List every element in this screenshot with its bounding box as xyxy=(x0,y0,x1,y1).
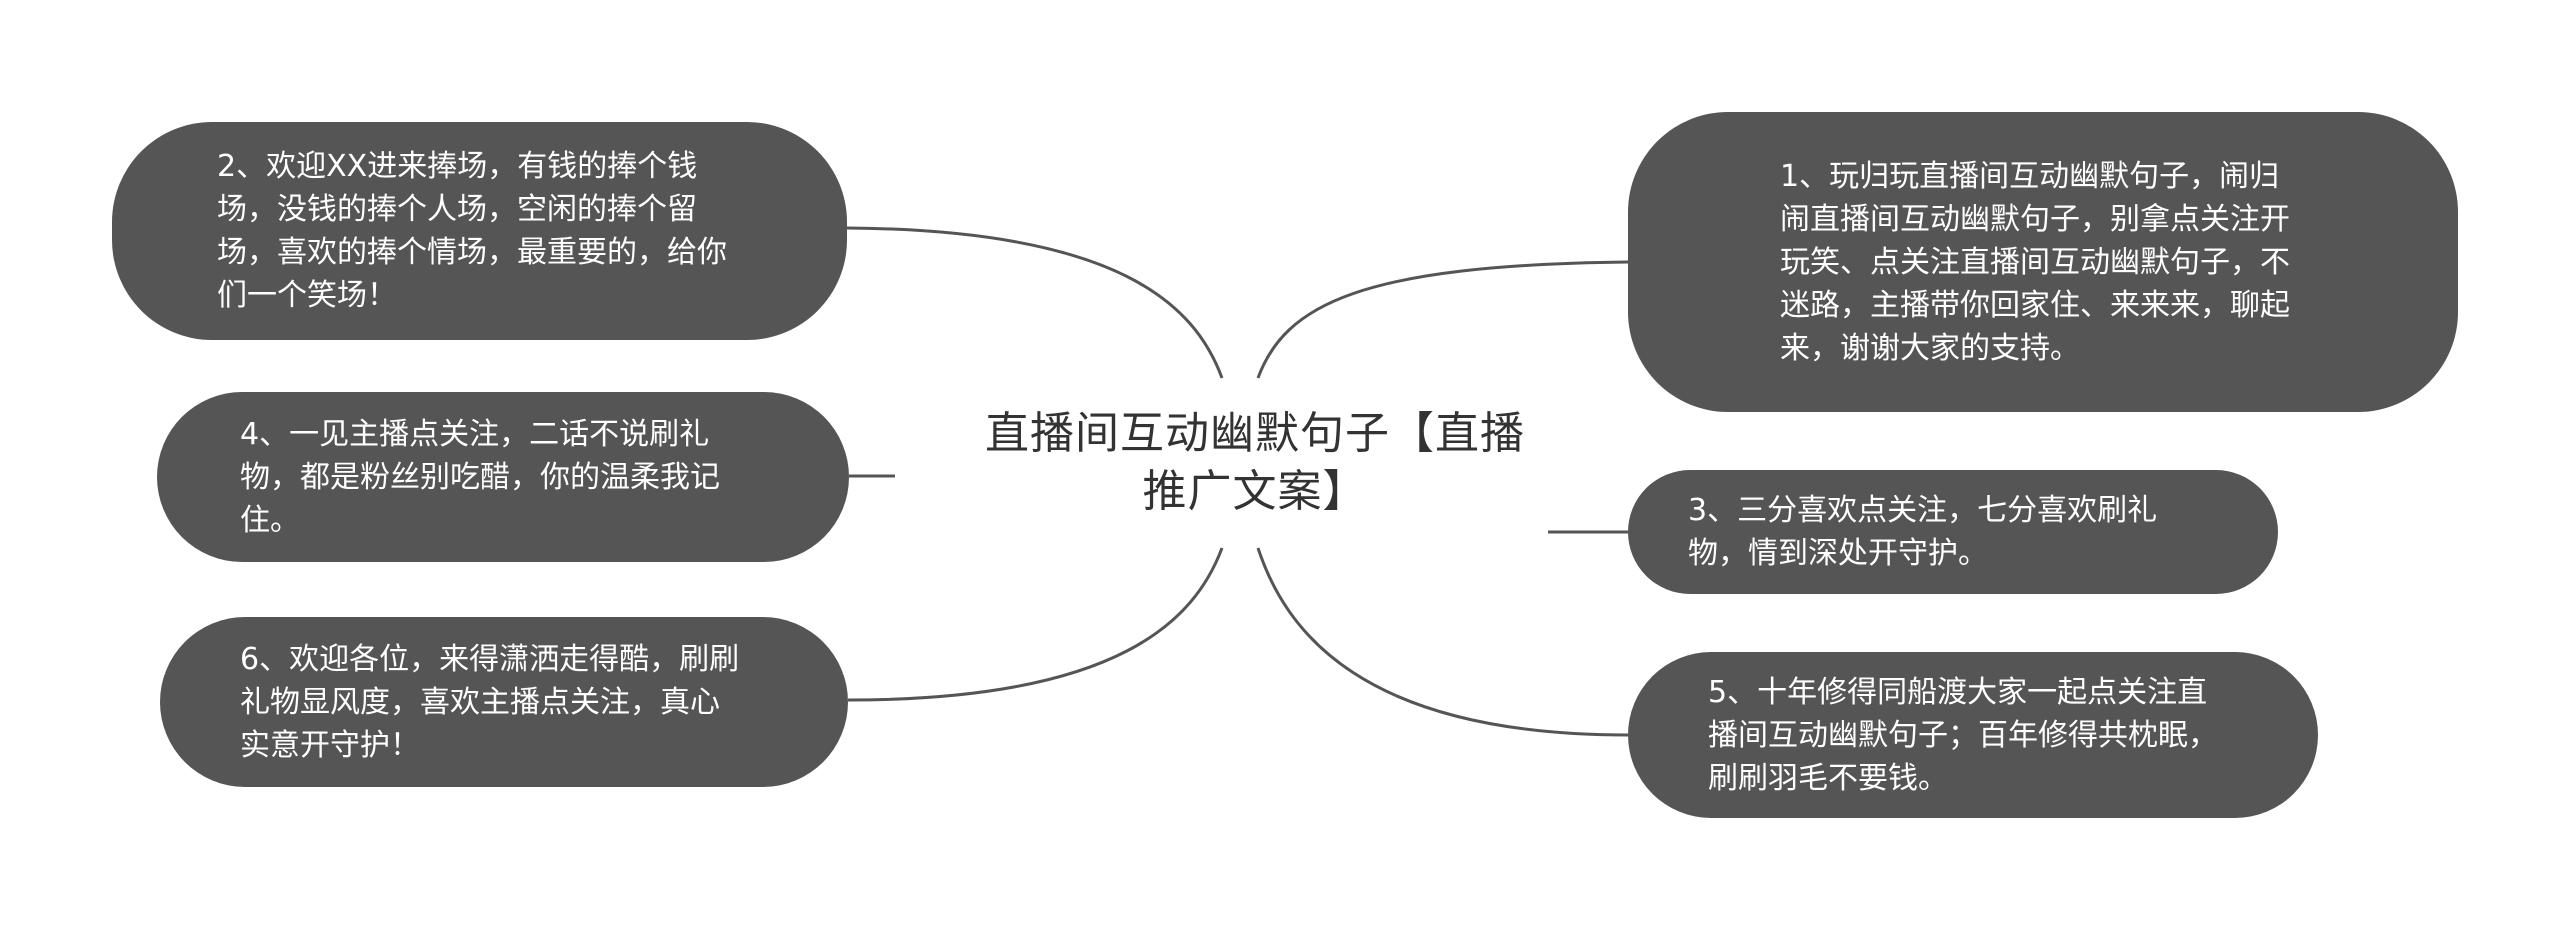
connector-n5 xyxy=(1256,547,1629,737)
topic-node-6[interactable]: 6、欢迎各位，来得潇洒走得酷，刷刷礼物显风度，喜欢主播点关注，真心实意开守护！ xyxy=(160,617,848,787)
central-topic[interactable]: 直播间互动幽默句子【直播推广文案】 xyxy=(975,405,1535,521)
topic-node-5-text: 5、十年修得同船渡大家一起点关注直播间互动幽默句子；百年修得共枕眠，刷刷羽毛不要… xyxy=(1708,674,2218,796)
topic-node-2[interactable]: 2、欢迎XX进来捧场，有钱的捧个钱场，没钱的捧个人场，空闲的捧个留场，喜欢的捧个… xyxy=(112,122,847,340)
connector-n1 xyxy=(1256,260,1629,379)
topic-node-3[interactable]: 3、三分喜欢点关注，七分喜欢刷礼物，情到深处开守护。 xyxy=(1628,470,2278,594)
topic-node-6-text: 6、欢迎各位，来得潇洒走得酷，刷刷礼物显风度，喜欢主播点关注，真心实意开守护！ xyxy=(240,641,740,763)
topic-node-2-text: 2、欢迎XX进来捧场，有钱的捧个钱场，没钱的捧个人场，空闲的捧个留场，喜欢的捧个… xyxy=(217,149,727,313)
topic-node-1[interactable]: 1、玩归玩直播间互动幽默句子，闹归闹直播间互动幽默句子，别拿点关注开玩笑、点关注… xyxy=(1628,112,2458,412)
topic-node-4-text: 4、一见主播点关注，二话不说刷礼物，都是粉丝别吃醋，你的温柔我记住。 xyxy=(240,416,720,538)
connector-n6 xyxy=(847,547,1224,702)
topic-node-4[interactable]: 4、一见主播点关注，二话不说刷礼物，都是粉丝别吃醋，你的温柔我记住。 xyxy=(157,392,849,562)
topic-node-5[interactable]: 5、十年修得同船渡大家一起点关注直播间互动幽默句子；百年修得共枕眠，刷刷羽毛不要… xyxy=(1628,652,2318,818)
central-topic-label: 直播间互动幽默句子【直播推广文案】 xyxy=(985,408,1525,517)
connector-n2 xyxy=(846,226,1224,379)
topic-node-3-text: 3、三分喜欢点关注，七分喜欢刷礼物，情到深处开守护。 xyxy=(1688,493,2158,571)
topic-node-1-text: 1、玩归玩直播间互动幽默句子，闹归闹直播间互动幽默句子，别拿点关注开玩笑、点关注… xyxy=(1780,158,2290,366)
